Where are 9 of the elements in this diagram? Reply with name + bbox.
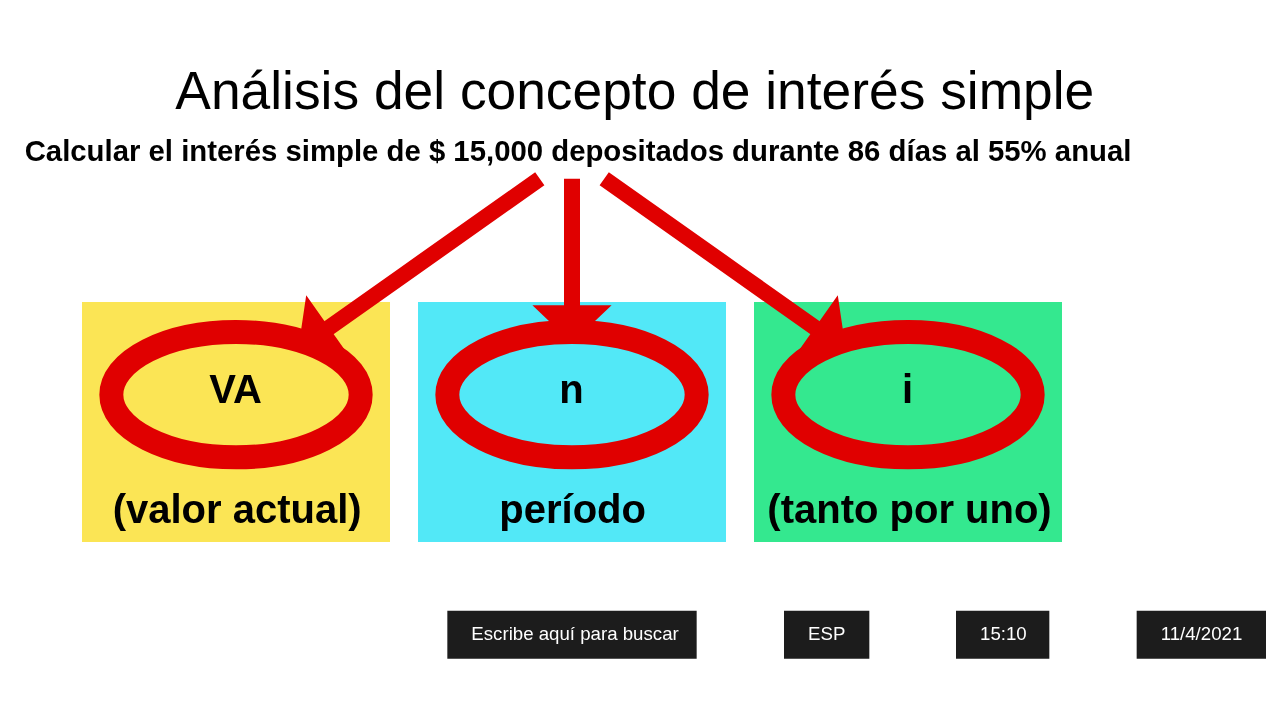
label: ESP: [808, 622, 846, 644]
node-ellipse: n: [435, 320, 709, 470]
label: Escribe aquí para buscar: [471, 622, 679, 644]
node-text: Calcular el interés simple de $ 15,000 depositados durante 86 días al 55% anual: [24, 133, 1132, 167]
label: 15:10: [980, 622, 1027, 644]
node-ellipse: VA: [99, 320, 373, 470]
label: 11/4/2021: [1160, 622, 1243, 644]
node-ellipse: i: [771, 320, 1045, 470]
diagram-title: Análisis del concepto de interés simple: [175, 61, 1095, 121]
